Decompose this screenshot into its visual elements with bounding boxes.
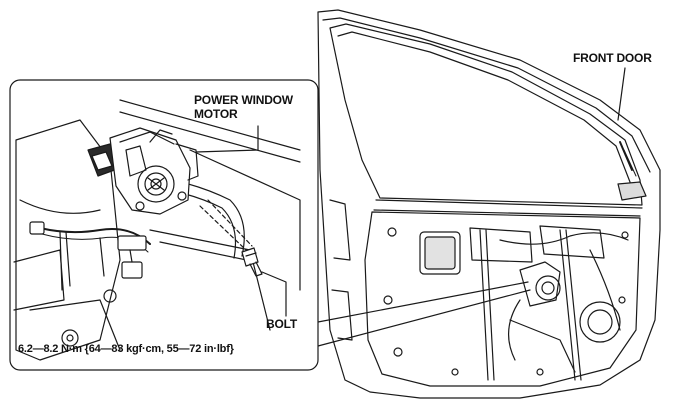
power-window-motor-label-line2: MOTOR bbox=[194, 107, 238, 121]
bolt-label: BOLT bbox=[266, 317, 297, 331]
callout-leader-lines bbox=[317, 281, 531, 347]
torque-spec-label: 6.2—8.2 N·m {64—83 kgf·cm, 55—72 in·lbf} bbox=[18, 343, 234, 355]
front-door-illustration bbox=[317, 9, 661, 399]
bolt bbox=[241, 247, 263, 277]
detail-inset bbox=[9, 79, 319, 371]
power-window-motor bbox=[87, 127, 199, 215]
front-door-label: FRONT DOOR bbox=[573, 51, 652, 65]
power-window-motor-label-line1: POWER WINDOW bbox=[194, 93, 293, 107]
